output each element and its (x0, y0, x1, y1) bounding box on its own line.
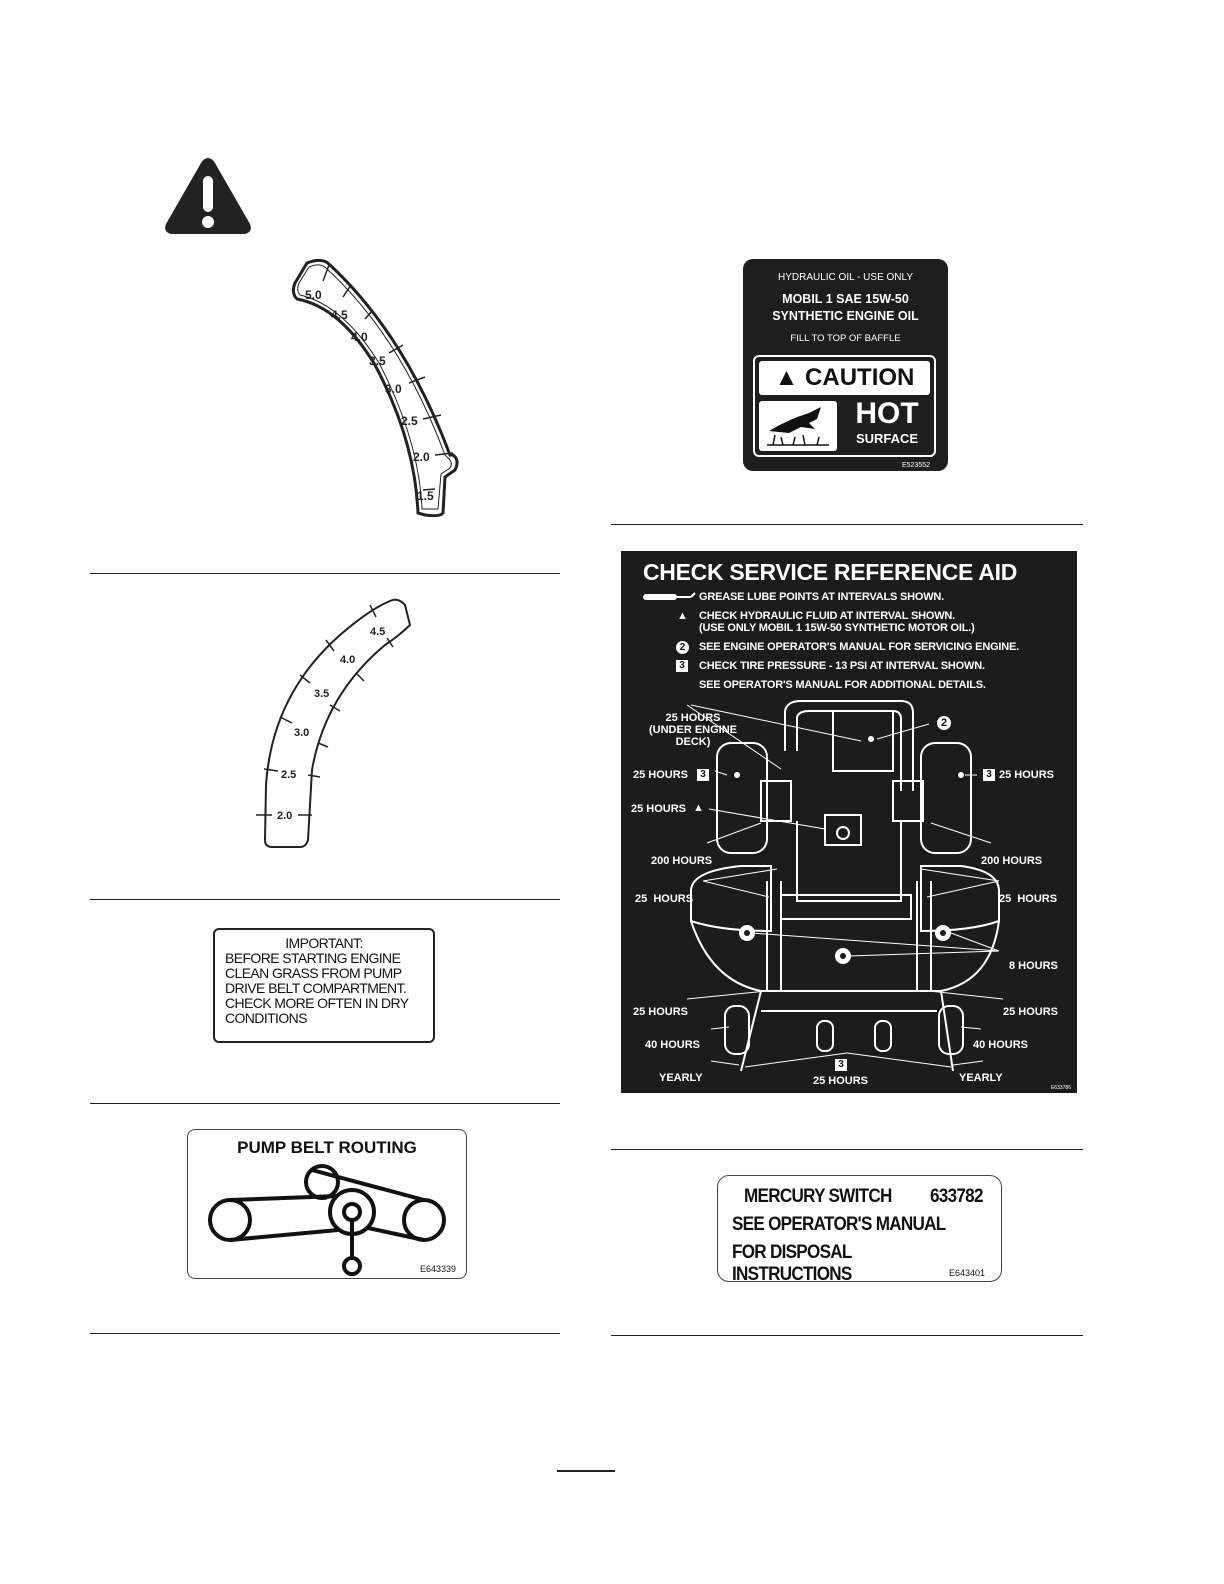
label-right-25a: 25 HOURS (999, 893, 1058, 905)
pump-belt-title: PUMP BELT ROUTING (237, 1138, 417, 1157)
label-right-8: 8 HOURS (1009, 960, 1058, 972)
divider (90, 899, 560, 900)
legend-badge-1: ▲ (677, 610, 688, 622)
divider (90, 573, 560, 574)
hydraulic-line1: HYDRAULIC OIL - USE ONLY (777, 272, 914, 283)
gauge-decal-1: 5.0 4.5 4.0 3.5 3.0 2.5 2.0 1.5 (291, 258, 459, 518)
pump-belt-part-number: E643339 (419, 1264, 456, 1274)
divider (90, 1333, 560, 1334)
mercury-line2: SEE OPERATOR'S MANUAL (732, 1214, 946, 1235)
hot-surface-hand-icon (759, 401, 837, 451)
gauge-1-tick: 2.5 (401, 414, 418, 428)
divider (611, 1335, 1083, 1336)
legend-tire: CHECK TIRE PRESSURE - 13 PSI AT INTERVAL… (699, 660, 985, 672)
legend-grease: GREASE LUBE POINTS AT INTERVALS SHOWN. (699, 591, 945, 603)
label-under-deck: 25 HOURS (665, 712, 721, 724)
label-left-200: 200 HOURS (651, 855, 713, 867)
divider (611, 1149, 1083, 1150)
gauge-1-tick: 5.0 (305, 288, 322, 302)
label-left-25a: 25 HOURS (635, 893, 694, 905)
divider (90, 1103, 560, 1104)
gauge-2-tick: 2.0 (277, 810, 292, 822)
grease-gun-icon (643, 592, 696, 600)
hydraulic-oil-decal: HYDRAULIC OIL - USE ONLY MOBIL 1 SAE 15W… (743, 259, 948, 471)
important-line: BEFORE STARTING ENGINE (225, 950, 401, 966)
surface-text: SURFACE (855, 431, 919, 446)
mercury-title: MERCURY SWITCH (744, 1186, 892, 1207)
gauge-2-tick: 4.5 (370, 626, 385, 638)
page-number-rule (557, 1470, 615, 1472)
label-left-tire: 25 HOURS (633, 769, 689, 781)
mercury-part: 633782 (930, 1186, 983, 1207)
gauge-2-tick: 2.5 (281, 769, 296, 781)
important-line: CHECK MORE OFTEN IN DRY (225, 995, 409, 1011)
label-left-40: 40 HOURS (645, 1039, 701, 1051)
important-line: CLEAN GRASS FROM PUMP (225, 965, 402, 981)
gauge-1-tick: 4.5 (331, 308, 348, 322)
pump-belt-decal: PUMP BELT ROUTING E643339 (187, 1129, 467, 1279)
divider (611, 524, 1083, 525)
mercury-line3: FOR DISPOSAL INSTRUCTIONS (732, 1242, 852, 1285)
caution-text: CAUTION (805, 364, 915, 391)
label-under-deck: DECK) (675, 736, 711, 748)
warning-icon (165, 158, 251, 234)
important-line: DRIVE BELT COMPARTMENT. (225, 980, 407, 996)
caution-panel: ▲ CAUTION HOT SURFACE (753, 355, 936, 457)
gauge-2-tick: 4.0 (340, 654, 355, 666)
label-right-yearly: YEARLY (959, 1072, 1003, 1084)
label-left-yearly: YEARLY (659, 1072, 703, 1084)
service-title: CHECK SERVICE REFERENCE AID (643, 559, 1018, 585)
legend-engine: SEE ENGINE OPERATOR'S MANUAL FOR SERVICI… (699, 641, 1020, 653)
gauge-1-tick: 3.5 (369, 354, 386, 368)
gauge-1-tick: 4.0 (351, 330, 368, 344)
label-right-25b: 25 HOURS (1003, 1006, 1059, 1018)
label-left-25b: 25 HOURS (633, 1006, 689, 1018)
label-right-40: 40 HOURS (973, 1039, 1029, 1051)
service-part-number: E633786 (1050, 1085, 1071, 1091)
gauge-1-tick: 1.5 (417, 489, 434, 503)
caution-triangle-icon: ▲ (774, 364, 799, 391)
important-line: CONDITIONS (225, 1010, 307, 1026)
service-reference-decal: CHECK SERVICE REFERENCE AID GREASE LUBE … (621, 551, 1077, 1093)
mercury-part-number: E643401 (948, 1268, 985, 1278)
label-right-tire: 25 HOURS (999, 769, 1055, 781)
legend-hydraulic: CHECK HYDRAULIC FLUID AT INTERVAL SHOWN. (699, 610, 955, 622)
tire-badge-right: 3 (983, 769, 995, 781)
gauge-1-tick: 3.0 (385, 382, 402, 396)
gauge-2-tick: 3.0 (294, 727, 309, 739)
legend-hydraulic-note: (USE ONLY MOBIL 1 15W-50 SYNTHETIC MOTOR… (699, 622, 975, 634)
hydraulic-triangle-icon: ▲ (693, 802, 704, 814)
gauge-2-tick: 3.5 (314, 688, 329, 700)
belt-routing-diagram (208, 1164, 446, 1276)
mercury-switch-decal: MERCURY SWITCH 633782 SEE OPERATOR'S MAN… (717, 1175, 1002, 1285)
tire-badge-left: 3 (697, 769, 709, 781)
hydraulic-line2: MOBIL 1 SAE 15W-50 (782, 292, 909, 306)
tire-badge-bottom: 3 (835, 1059, 847, 1071)
hot-text: HOT (855, 397, 919, 430)
label-under-deck: (UNDER ENGINE (649, 724, 738, 736)
important-heading: IMPORTANT: (285, 935, 363, 951)
mower-diagram (686, 700, 1004, 1072)
hydraulic-line3: SYNTHETIC ENGINE OIL (772, 309, 919, 323)
legend-badge-3: 3 (676, 660, 688, 672)
hydraulic-part-number: E523552 (901, 462, 930, 469)
label-hydraulic: 25 HOURS (631, 803, 687, 815)
hydraulic-line4: FILL TO TOP OF BAFFLE (790, 333, 901, 344)
legend-details: SEE OPERATOR'S MANUAL FOR ADDITIONAL DET… (699, 679, 986, 691)
caution-banner: ▲ CAUTION (759, 361, 930, 395)
gauge-decal-2: 4.5 4.0 3.5 3.0 2.5 2.0 (256, 598, 412, 848)
engine-badge: 2 (937, 716, 951, 730)
label-bottom-25: 25 HOURS (813, 1075, 869, 1087)
important-decal: IMPORTANT: BEFORE STARTING ENGINE CLEAN … (213, 928, 435, 1043)
label-right-200: 200 HOURS (981, 855, 1043, 867)
gauge-1-tick: 2.0 (413, 450, 430, 464)
legend-badge-2: 2 (676, 641, 689, 654)
